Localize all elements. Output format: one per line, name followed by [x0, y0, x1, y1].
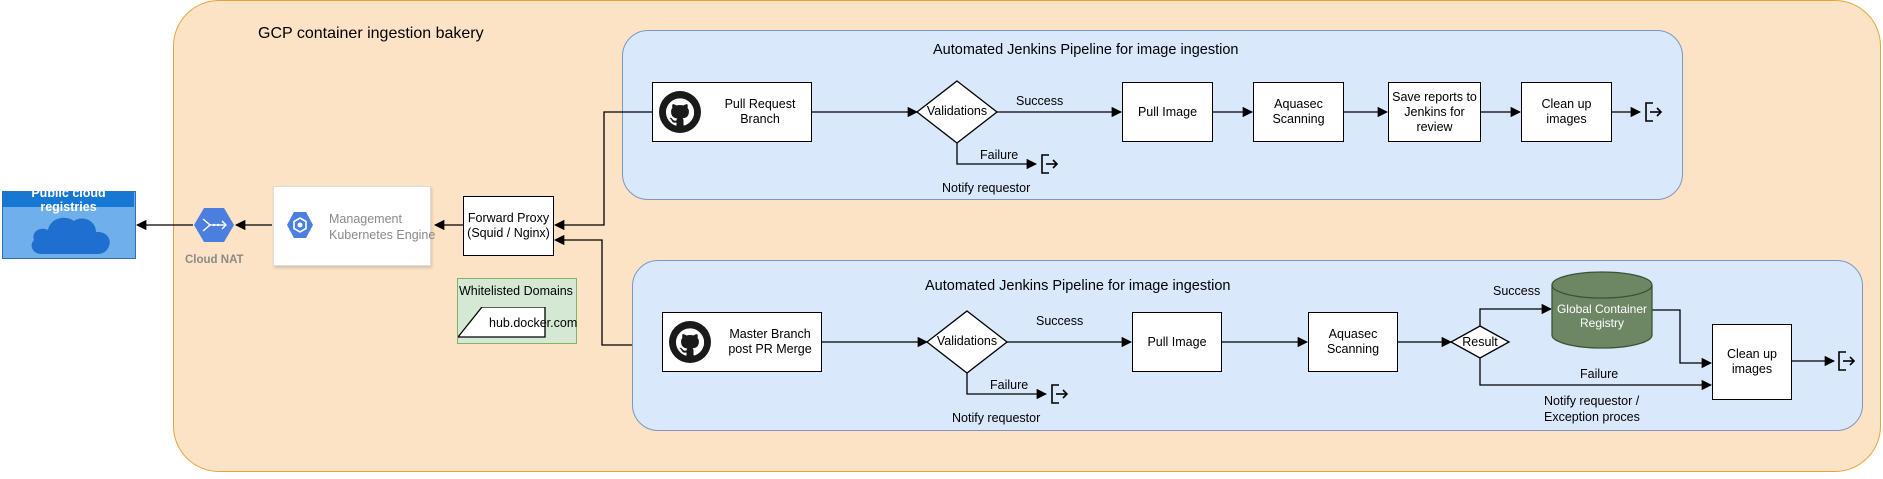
kubernetes-engine-icon — [287, 212, 313, 238]
pipeline-lane-bottom — [632, 260, 1863, 431]
bakery-title: GCP container ingestion bakery — [258, 25, 484, 42]
notify-exception-line2: Exception proces — [1544, 410, 1640, 425]
cloud-icon — [31, 217, 110, 254]
top-cleanup-line1: Clean up — [1541, 97, 1592, 111]
top-failure-label: Failure — [980, 148, 1019, 162]
top-cleanup-box: Clean up images — [1521, 82, 1612, 142]
edge-result-success-to-registry — [1479, 303, 1553, 326]
bottom-cleanup-box: Clean up images — [1712, 324, 1792, 400]
pull-request-branch-box: Pull Request Branch — [652, 82, 812, 142]
validations-diamond-top — [915, 80, 999, 144]
pipeline-top-title: Automated Jenkins Pipeline for image ing… — [933, 42, 1239, 58]
top-success-label: Success — [1016, 94, 1064, 108]
pipeline-bottom-title: Automated Jenkins Pipeline for image ing… — [925, 278, 1231, 294]
result-label: Result — [1462, 335, 1498, 349]
master-branch-box: Master Branch post PR Merge — [662, 312, 822, 372]
gke-label: Management Kubernetes Engine — [329, 212, 439, 243]
pr-branch-line2: Branch — [740, 112, 780, 126]
bottom-aquasec-line1: Aquasec — [1328, 327, 1378, 341]
proxy-line2: (Squid / Nginx) — [467, 226, 550, 240]
pr-branch-line1: Pull Request — [724, 97, 796, 111]
github-icon — [669, 321, 711, 363]
registry-cylinder — [1551, 271, 1653, 349]
bottom-notify-label: Notify requestor — [952, 411, 1041, 425]
top-aquasec-line1: Aquasec — [1274, 97, 1323, 111]
master-branch-line2: post PR Merge — [728, 342, 812, 356]
notify-exception-label: Notify requestor / Exception proces — [1544, 393, 1640, 426]
save-reports-line3: review — [1416, 119, 1453, 134]
proxy-line1: Forward Proxy — [467, 211, 550, 225]
public-cloud-registries: Public cloud registries — [2, 186, 136, 259]
save-reports-line2: Jenkins for — [1404, 104, 1465, 119]
registry-label: Global Container Registry — [1552, 302, 1652, 331]
whitelist-domain: hub.docker.com — [489, 316, 578, 330]
whitelisted-domains-panel: Whitelisted Domains hub.docker.com — [457, 278, 577, 344]
master-branch-label: Master Branch post PR Merge — [718, 313, 822, 371]
validations-diamond-bottom — [925, 310, 1009, 374]
top-notify-label: Notify requestor — [942, 181, 1031, 195]
bottom-aquasec-box: Aquasec Scanning — [1308, 312, 1398, 372]
bottom-cleanup-line2: images — [1731, 362, 1773, 376]
result-success-label: Success — [1493, 284, 1541, 298]
registry-line2: Registry — [1579, 316, 1624, 331]
cloud-nat-icon — [194, 208, 234, 242]
top-aquasec-box: Aquasec Scanning — [1253, 82, 1344, 142]
registry-line1: Global Container — [1556, 302, 1648, 316]
exit-icon-bottom-cleanup — [1838, 351, 1856, 371]
top-pull-image-box: Pull Image — [1122, 82, 1213, 142]
bottom-failure-label: Failure — [990, 378, 1029, 392]
master-branch-line1: Master Branch — [729, 327, 811, 341]
top-aquasec-line2: Scanning — [1272, 112, 1325, 126]
gke-label-line2: Kubernetes Engine — [329, 227, 436, 242]
pr-branch-label: Pull Request Branch — [708, 83, 812, 141]
notify-exception-line1: Notify requestor / — [1544, 394, 1640, 408]
cloud-nat-label: Cloud NAT — [185, 254, 244, 266]
result-diamond — [1449, 325, 1511, 359]
bottom-aquasec-line2: Scanning — [1326, 342, 1380, 356]
bottom-success-label: Success — [1036, 314, 1084, 328]
edge-top-to-proxy — [553, 111, 652, 231]
edge-bottom-validations-failure — [966, 373, 1048, 400]
top-cleanup-line2: images — [1546, 112, 1587, 126]
save-reports-box: Save reports to Jenkins for review — [1388, 82, 1481, 142]
public-registries-header: Public cloud registries — [3, 186, 134, 214]
exit-icon-top-failure — [1041, 154, 1059, 174]
domain-note-shape — [458, 307, 546, 338]
result-failure-label: Failure — [1580, 367, 1619, 381]
whitelist-title: Whitelisted Domains — [459, 284, 573, 298]
validations-bottom-label: Validations — [936, 334, 998, 348]
edge-bottom-to-proxy — [553, 234, 632, 346]
bottom-cleanup-line1: Clean up — [1726, 347, 1778, 361]
exit-icon-top-cleanup — [1645, 102, 1663, 122]
edge-result-failure-to-cleanup — [1479, 358, 1713, 391]
gke-label-line1: Management — [329, 212, 402, 226]
edge-top-validations-failure — [956, 143, 1038, 170]
save-reports-line1: Save reports to — [1392, 89, 1477, 104]
bottom-pull-image-box: Pull Image — [1132, 312, 1222, 372]
edge-registry-to-cleanup — [1652, 309, 1713, 369]
forward-proxy-box: Forward Proxy (Squid / Nginx) — [463, 196, 554, 256]
gke-card: Management Kubernetes Engine — [273, 186, 435, 266]
exit-icon-bottom-failure — [1051, 384, 1069, 404]
validations-top-label: Validations — [926, 104, 988, 118]
github-icon — [659, 91, 701, 133]
